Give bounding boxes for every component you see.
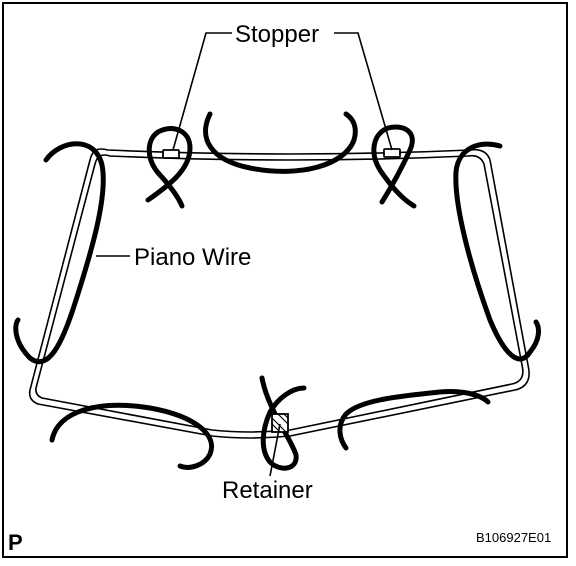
- stopper-label: Stopper: [235, 21, 319, 48]
- wire-loop-bottom-right: [337, 389, 491, 451]
- stopper-left: [162, 149, 180, 159]
- diagram-frame: [2, 2, 568, 558]
- leader-retainer: [269, 423, 281, 477]
- leader-lines: [96, 32, 393, 477]
- stopper-right: [383, 148, 401, 158]
- figure-id: B106927E01: [476, 530, 551, 545]
- wire-loop-left: [13, 141, 106, 365]
- leader-stopper-right: [334, 32, 393, 151]
- wire-loop-bottom-left: [49, 402, 214, 470]
- leader-stopper-left: [172, 32, 232, 151]
- wire-loop-stopper-left: [145, 126, 193, 209]
- piano-wire-label: Piano Wire: [134, 244, 251, 271]
- retainer: [271, 413, 289, 433]
- wire-loop-top-center: [203, 111, 358, 174]
- wire-loop-right: [453, 141, 541, 362]
- corner-mark-p: P: [8, 530, 23, 555]
- wire-loop-stopper-right: [371, 124, 417, 209]
- retainer-label: Retainer: [222, 477, 313, 504]
